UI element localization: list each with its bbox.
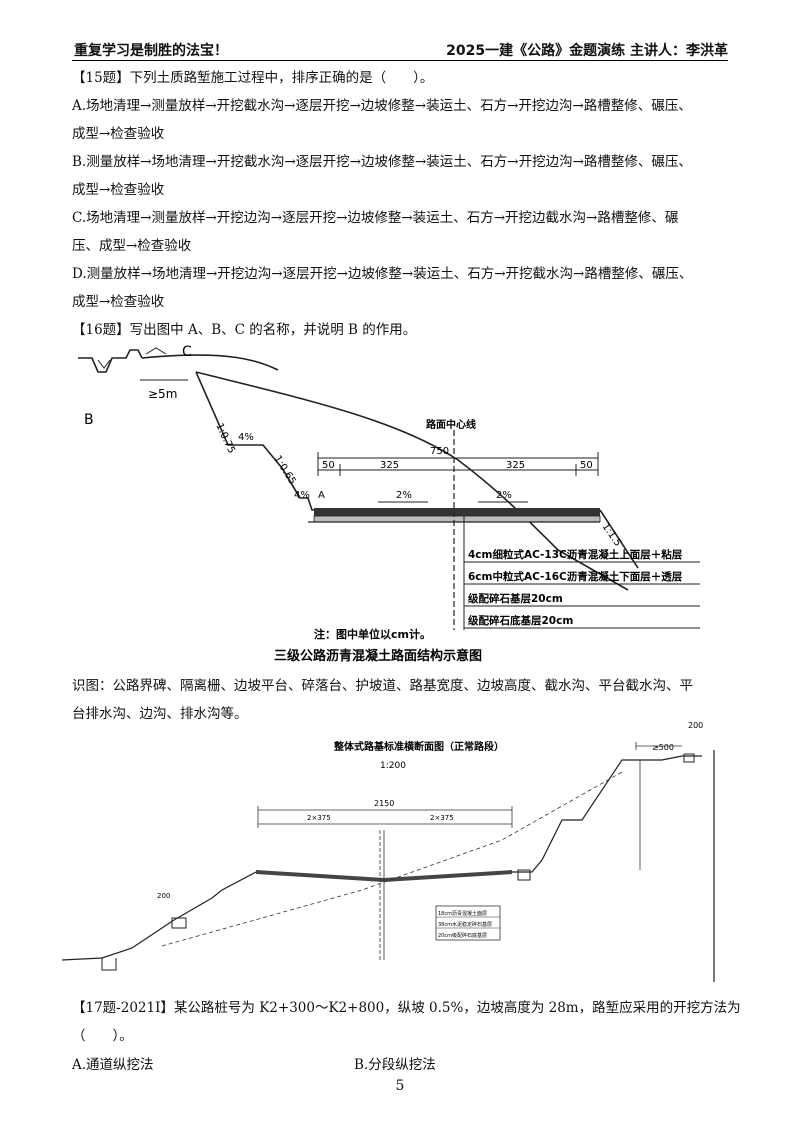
fig17-scale: 1:200 xyxy=(380,761,406,771)
q17-stem-line1: 【17题-2021Ⅰ】某公路桩号为 K2+300～K2+800，纵坡 0.5%，… xyxy=(72,1000,741,1016)
q15-option-d-line1: D.测量放样→场地清理→开挖边沟→逐层开挖→边坡修整→装运土、石方→开挖截水沟→… xyxy=(72,266,693,282)
fig17-dim-500: ≥500 xyxy=(652,743,674,752)
slope-label-1: 1:0.75 xyxy=(213,422,236,456)
figure-caption: 三级公路沥青混凝土路面结构示意图 xyxy=(274,648,482,664)
question-15: 【15题】下列土质路堑施工过程中，排序正确的是（ ）。 A.场地清理→测量放样→… xyxy=(72,64,732,344)
q17-options: A.通道纵挖法 B.分段纵挖法 xyxy=(72,1051,732,1077)
q15-stem: 【15题】下列土质路堑施工过程中，排序正确的是（ ）。 xyxy=(72,70,434,86)
fig17-layer-note-3: 20cm级配碎石底基层 xyxy=(438,932,487,939)
fig17-dim-total: 2150 xyxy=(374,799,394,808)
layer-1: 4cm细粒式AC-13C沥青混凝土上面层＋粘层 xyxy=(468,548,683,561)
dist-label: ≥5m xyxy=(148,387,177,401)
fig17-title: 整体式路基标准横断面图（正常路段） xyxy=(333,740,504,753)
q15-option-a-line1: A.场地清理→测量放样→开挖截水沟→逐层开挖→边坡修整→装运土、石方→开挖边沟→… xyxy=(72,98,692,114)
q15-option-b-line1: B.测量放样→场地清理→开挖截水沟→逐层开挖→边坡修整→装运土、石方→开挖边沟→… xyxy=(72,154,692,170)
label-a: A xyxy=(318,490,325,501)
pavement-structure-diagram: B C A ≥5m 1:0.75 1:0.65 1:1.5 4% 4% 2% 2… xyxy=(78,344,700,664)
identify-line2: 台排水沟、边沟、排水沟等。 xyxy=(72,706,248,722)
q17-option-b: B.分段纵挖法 xyxy=(354,1057,436,1073)
fig17-dim-lane-left: 2×375 xyxy=(307,814,331,822)
grade-label-right: 2% xyxy=(496,490,512,501)
q16-identify: 识图：公路界碑、隔离栅、边坡平台、碎落台、护坡道、路基宽度、边坡高度、截水沟、平… xyxy=(72,672,732,728)
fig17-dim-left-200: 200 xyxy=(157,892,170,900)
q15-option-b-line2: 成型→检查验收 xyxy=(72,182,165,198)
dim-lane-right: 325 xyxy=(506,460,525,471)
grade-label-2: 4% xyxy=(294,490,310,501)
figure-note: 注：图中单位以cm计。 xyxy=(314,627,431,641)
roadbed-cross-section-diagram: 整体式路基标准横断面图（正常路段） 1:200 200 ≥500 2150 2×… xyxy=(62,721,715,982)
identify-line1: 识图：公路界碑、隔离栅、边坡平台、碎落台、护坡道、路基宽度、边坡高度、截水沟、平… xyxy=(72,678,693,694)
page-number: 5 xyxy=(395,1078,405,1094)
slope-label-2: 1:0.65 xyxy=(271,454,297,487)
slope-label-3: 1:1.5 xyxy=(600,521,624,548)
q16-stem: 【16题】写出图中 A、B、C 的名称，并说明 B 的作用。 xyxy=(72,322,417,338)
dim-shoulder-right: 50 xyxy=(580,460,593,471)
centerline-label: 路面中心线 xyxy=(426,418,476,431)
label-c: C xyxy=(182,344,192,360)
q15-option-c-line1: C.场地清理→测量放样→开挖边沟→逐层开挖→边坡修整→装运土、石方→开挖边截水沟… xyxy=(72,210,679,226)
grade-label-left: 2% xyxy=(396,490,412,501)
q15-option-c-line2: 压、成型→检查验收 xyxy=(72,238,192,254)
header-slogan: 重复学习是制胜的法宝！ xyxy=(74,43,228,59)
page-header: 重复学习是制胜的法宝！ 2025一建《公路》金题演练 主讲人：李洪革 xyxy=(72,40,728,61)
header-course-title: 2025一建《公路》金题演练 主讲人：李洪革 xyxy=(446,43,728,59)
q17-stem-line2: （ ）。 xyxy=(72,1028,133,1044)
layer-4: 级配碎石底基层20cm xyxy=(468,614,573,627)
dim-lane-left: 325 xyxy=(380,460,399,471)
fig17-dim-lane-right: 2×375 xyxy=(430,814,454,822)
dim-shoulder-left: 50 xyxy=(322,460,335,471)
dim-total: 750 xyxy=(430,446,449,457)
q15-option-d-line2: 成型→检查验收 xyxy=(72,294,165,310)
fig17-layer-note-2: 38cm水泥稳定碎石基层 xyxy=(438,921,492,928)
layer-2: 6cm中粒式AC-16C沥青混凝土下面层＋透层 xyxy=(468,570,683,583)
fig17-dim-top-right: 200 xyxy=(688,721,703,730)
fig17-layer-note-1: 18cm沥青混凝土面层 xyxy=(438,910,487,917)
layer-3: 级配碎石基层20cm xyxy=(468,592,563,605)
q15-option-a-line2: 成型→检查验收 xyxy=(72,126,165,142)
label-b: B xyxy=(84,412,94,428)
grade-label-1: 4% xyxy=(238,432,254,443)
q17-option-a: A.通道纵挖法 xyxy=(72,1057,154,1073)
question-17: 【17题-2021Ⅰ】某公路桩号为 K2+300～K2+800，纵坡 0.5%，… xyxy=(72,994,741,1050)
